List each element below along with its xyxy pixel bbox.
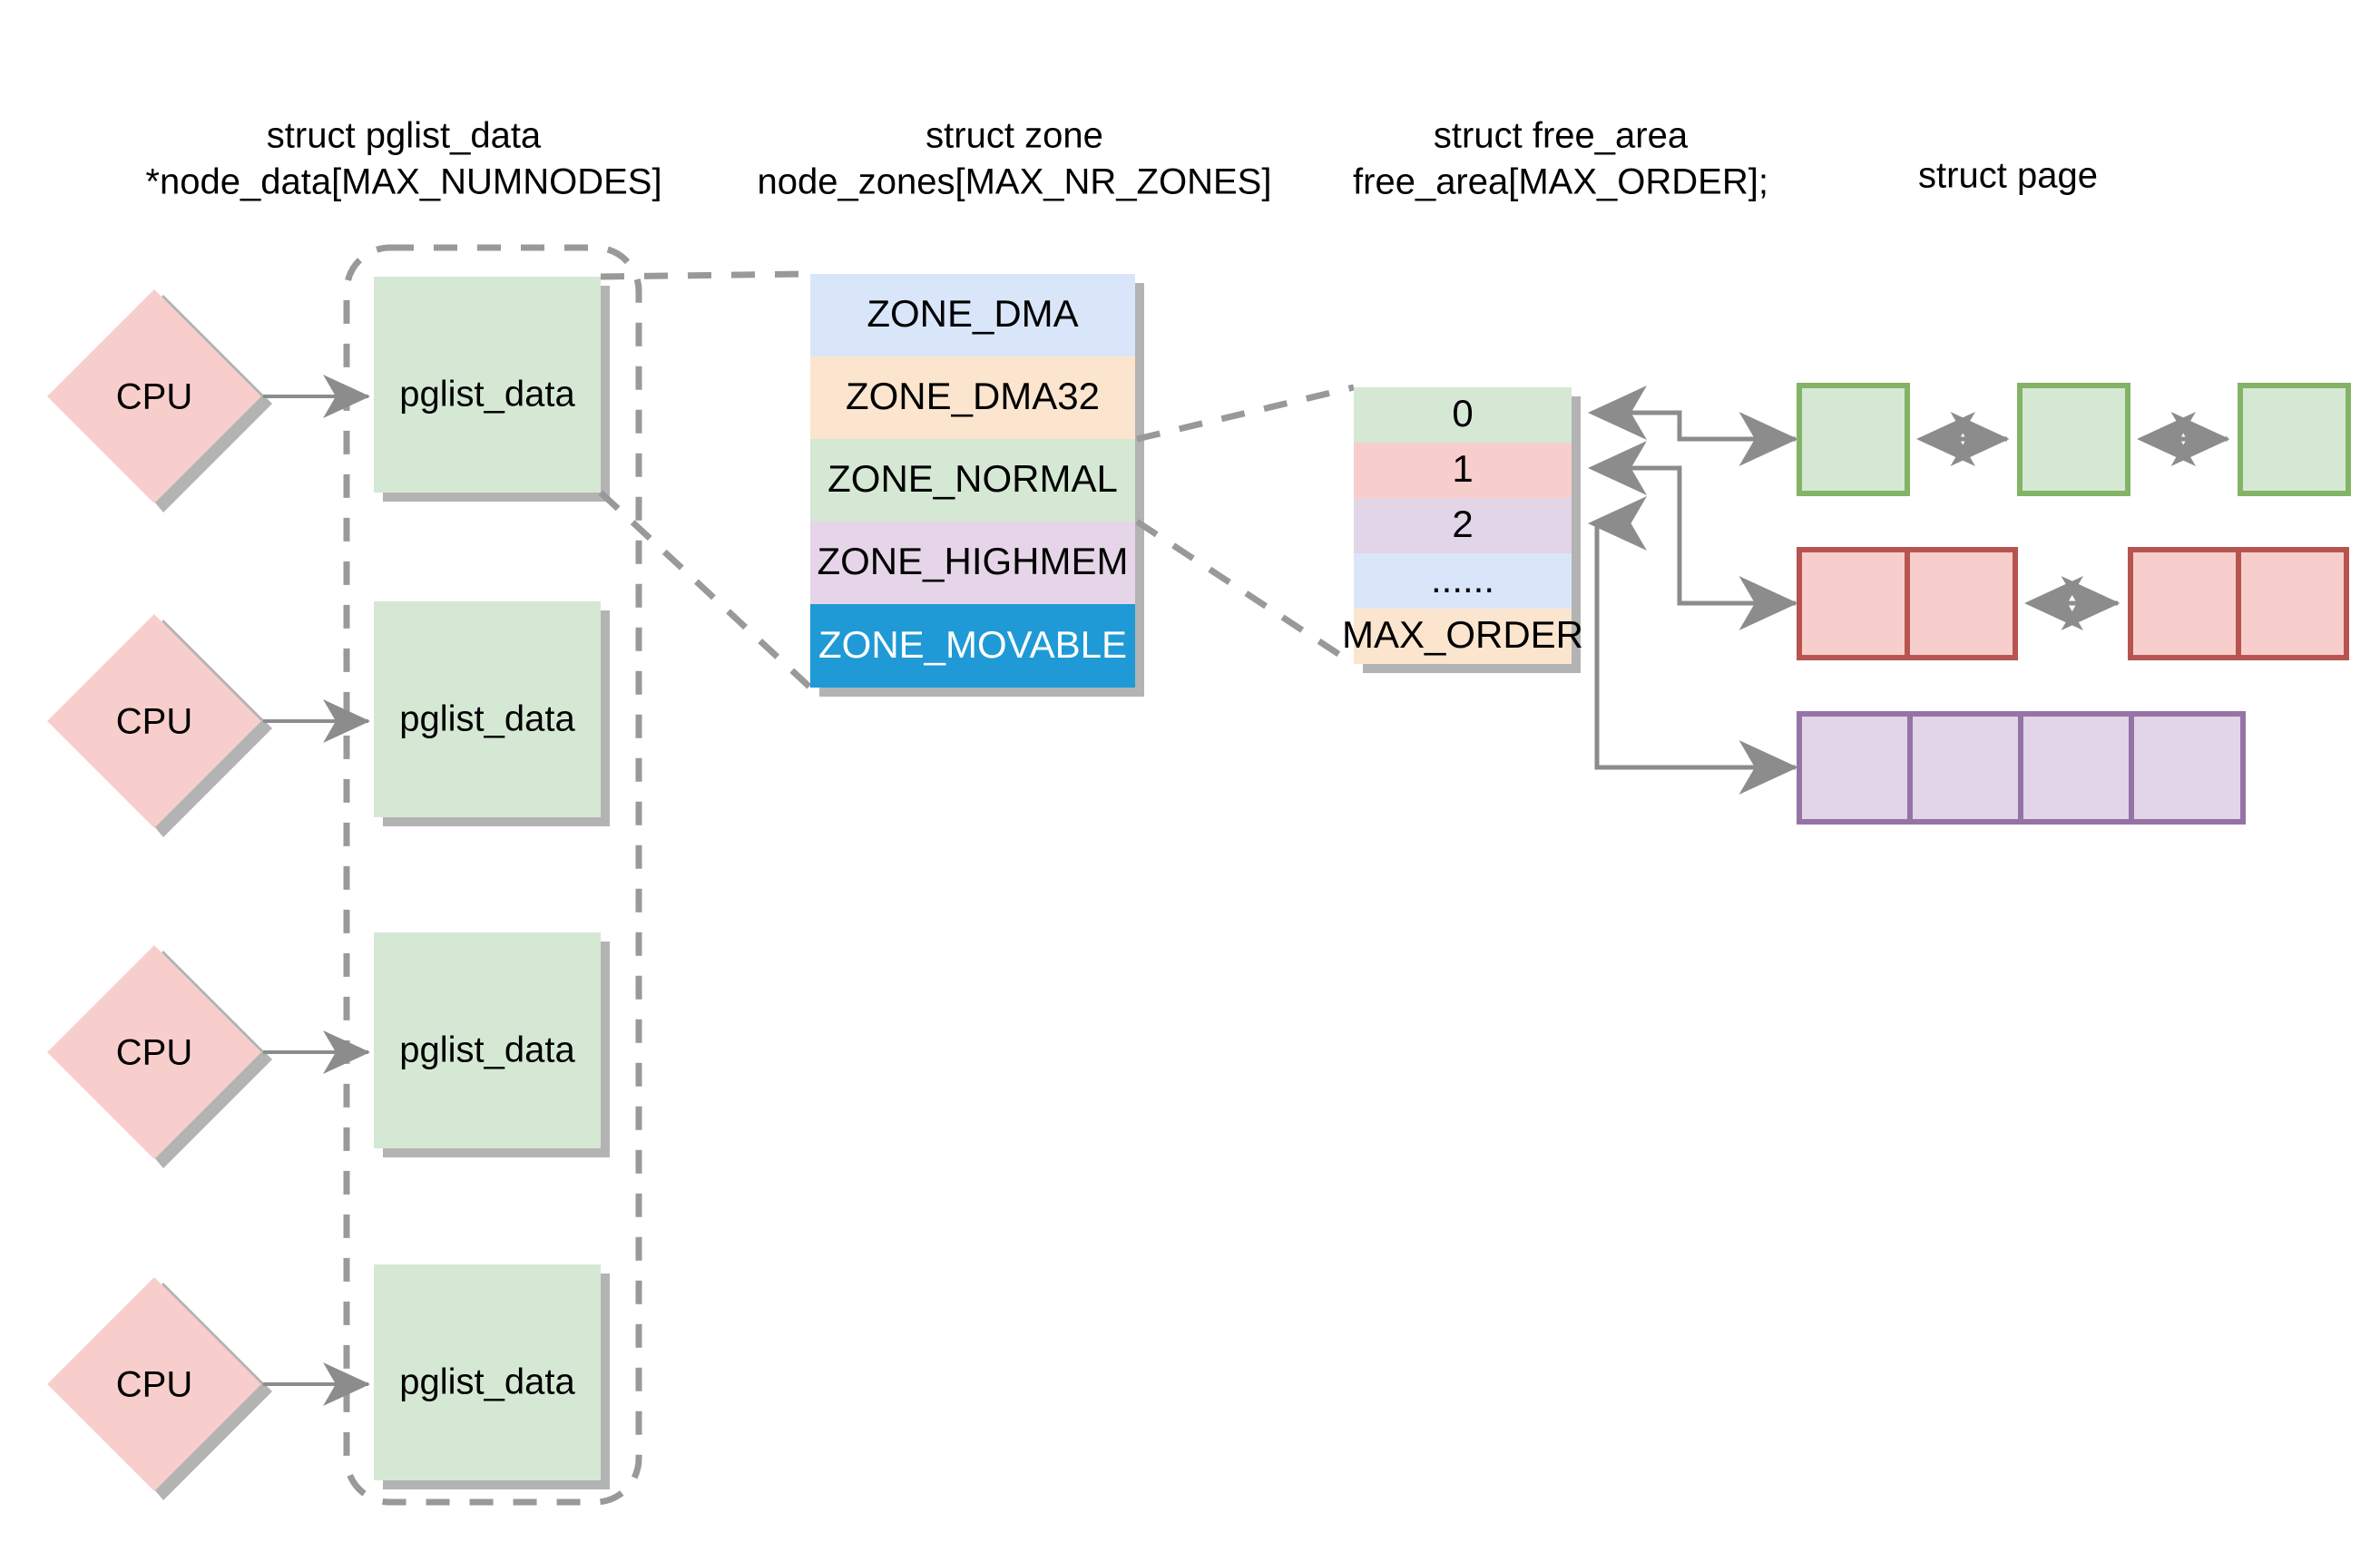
cpu-row-3[interactable]: CPU <box>47 1277 272 1500</box>
node-label: pglist_data <box>399 699 575 739</box>
free-area-stack: 0 1 2 ...... MAX_ORDER <box>1342 387 1583 673</box>
header-page: struct page <box>1918 156 2098 196</box>
free-area-cell[interactable] <box>1354 553 1572 609</box>
pglist-data-box-1[interactable]: pglist_data <box>374 601 610 826</box>
zone-to-free-area-expansion <box>1135 384 1356 667</box>
page-row-order-1 <box>1797 547 2349 660</box>
page-row-order-2 <box>1797 711 2246 825</box>
header-line1: struct zone <box>926 116 1103 156</box>
node-box[interactable] <box>374 277 601 493</box>
cpu-list: CPU CPU CPU CPU <box>47 289 272 1500</box>
cpu-diamond[interactable] <box>47 1277 261 1491</box>
cpu-label: CPU <box>116 377 192 417</box>
header-line1: struct free_area <box>1434 116 1689 156</box>
expansion-line-top <box>600 270 811 280</box>
pglist-data-box-2[interactable]: pglist_data <box>374 932 610 1157</box>
free-area-cell[interactable] <box>1354 609 1572 664</box>
zone-label: ZONE_HIGHMEM <box>817 540 1128 582</box>
page-row-order-0 <box>1797 383 2351 496</box>
free-area-label: 2 <box>1452 503 1473 545</box>
cpu-label: CPU <box>116 1365 192 1405</box>
cpu-to-node-arrows <box>263 375 370 1406</box>
connector-order-1 <box>1588 441 1798 630</box>
zone-label: ZONE_DMA <box>867 292 1078 335</box>
pglist-data-box-3[interactable]: pglist_data <box>374 1264 610 1489</box>
page-block-group[interactable] <box>1797 711 2246 825</box>
zone-cell[interactable] <box>810 274 1135 356</box>
pglist-data-list: pglist_data pglist_data pglist_data pgli… <box>374 277 610 1489</box>
free-area-label: 0 <box>1452 392 1473 434</box>
cpu-row-0[interactable]: CPU <box>47 289 272 512</box>
zone-item-1[interactable]: ZONE_DMA32 <box>810 356 1135 439</box>
zone-label: ZONE_MOVABLE <box>818 623 1127 666</box>
header-free-area: struct free_area free_area[MAX_ORDER]; <box>1353 116 1768 202</box>
zone-cell[interactable] <box>810 522 1135 604</box>
page-block-group[interactable] <box>1797 547 2018 660</box>
cpu-diamond[interactable] <box>47 614 261 828</box>
zone-item-3[interactable]: ZONE_HIGHMEM <box>810 522 1135 604</box>
page-block[interactable] <box>2238 383 2351 496</box>
zone-label: ZONE_DMA32 <box>846 375 1100 417</box>
connector-order-0 <box>1588 386 1798 466</box>
zone-cell[interactable] <box>810 604 1135 688</box>
free-area-cell[interactable] <box>1354 498 1572 553</box>
zone-stack: ZONE_DMA ZONE_DMA32 ZONE_NORMAL ZONE_HIG… <box>810 274 1144 697</box>
cpu-diamond[interactable] <box>47 945 261 1159</box>
header-line2: free_area[MAX_ORDER]; <box>1353 162 1768 202</box>
cpu-row-1[interactable]: CPU <box>47 614 272 837</box>
expansion-line-bottom <box>1135 519 1356 667</box>
node-to-zone-expansion <box>598 270 813 690</box>
node-box[interactable] <box>374 601 601 817</box>
header-pglist-data: struct pglist_data *node_data[MAX_NUMNOD… <box>145 116 661 202</box>
cpu-diamond[interactable] <box>47 289 261 503</box>
free-area-item-0[interactable]: 0 <box>1354 387 1572 443</box>
pglist-data-box-0[interactable]: pglist_data <box>374 277 610 502</box>
node-label: pglist_data <box>399 1030 575 1070</box>
free-area-cell[interactable] <box>1354 387 1572 443</box>
zone-item-2[interactable]: ZONE_NORMAL <box>810 439 1135 522</box>
free-area-label: ...... <box>1431 558 1494 600</box>
cpu-row-2[interactable]: CPU <box>47 945 272 1168</box>
expansion-line-bottom <box>598 490 813 690</box>
cpu-label: CPU <box>116 1033 192 1073</box>
header-line2: node_zones[MAX_NR_ZONES] <box>758 162 1272 202</box>
node-box[interactable] <box>374 932 601 1148</box>
column-headers: struct pglist_data *node_data[MAX_NUMNOD… <box>145 116 2098 202</box>
page-block-group[interactable] <box>2128 547 2349 660</box>
free-area-label: MAX_ORDER <box>1342 613 1583 656</box>
node-data-array-group <box>343 244 642 1506</box>
free-area-label: 1 <box>1452 447 1473 490</box>
node-box[interactable] <box>374 1264 601 1480</box>
zone-label: ZONE_NORMAL <box>828 457 1118 500</box>
zone-cell[interactable] <box>810 439 1135 522</box>
zone-cell[interactable] <box>810 356 1135 439</box>
page-block[interactable] <box>2017 383 2130 496</box>
expansion-line-top <box>1136 384 1355 443</box>
header-line1: struct pglist_data <box>267 116 542 156</box>
zone-item-0[interactable]: ZONE_DMA <box>810 274 1135 356</box>
free-area-item-4[interactable]: MAX_ORDER <box>1342 609 1583 664</box>
free-area-item-1[interactable]: 1 <box>1354 443 1572 498</box>
free-area-item-3[interactable]: ...... <box>1354 553 1572 609</box>
header-zone: struct zone node_zones[MAX_NR_ZONES] <box>758 116 1272 202</box>
node-label: pglist_data <box>399 1362 575 1402</box>
free-area-cell[interactable] <box>1354 443 1572 498</box>
zone-item-4[interactable]: ZONE_MOVABLE <box>810 604 1135 688</box>
free-area-to-page-connectors <box>1588 386 1798 795</box>
header-line1: struct page <box>1918 156 2098 196</box>
cpu-label: CPU <box>116 702 192 742</box>
connector-order-2 <box>1588 496 1798 795</box>
page-block[interactable] <box>1797 383 1910 496</box>
free-area-item-2[interactable]: 2 <box>1354 498 1572 553</box>
node-label: pglist_data <box>399 375 575 415</box>
header-line2: *node_data[MAX_NUMNODES] <box>145 162 661 202</box>
